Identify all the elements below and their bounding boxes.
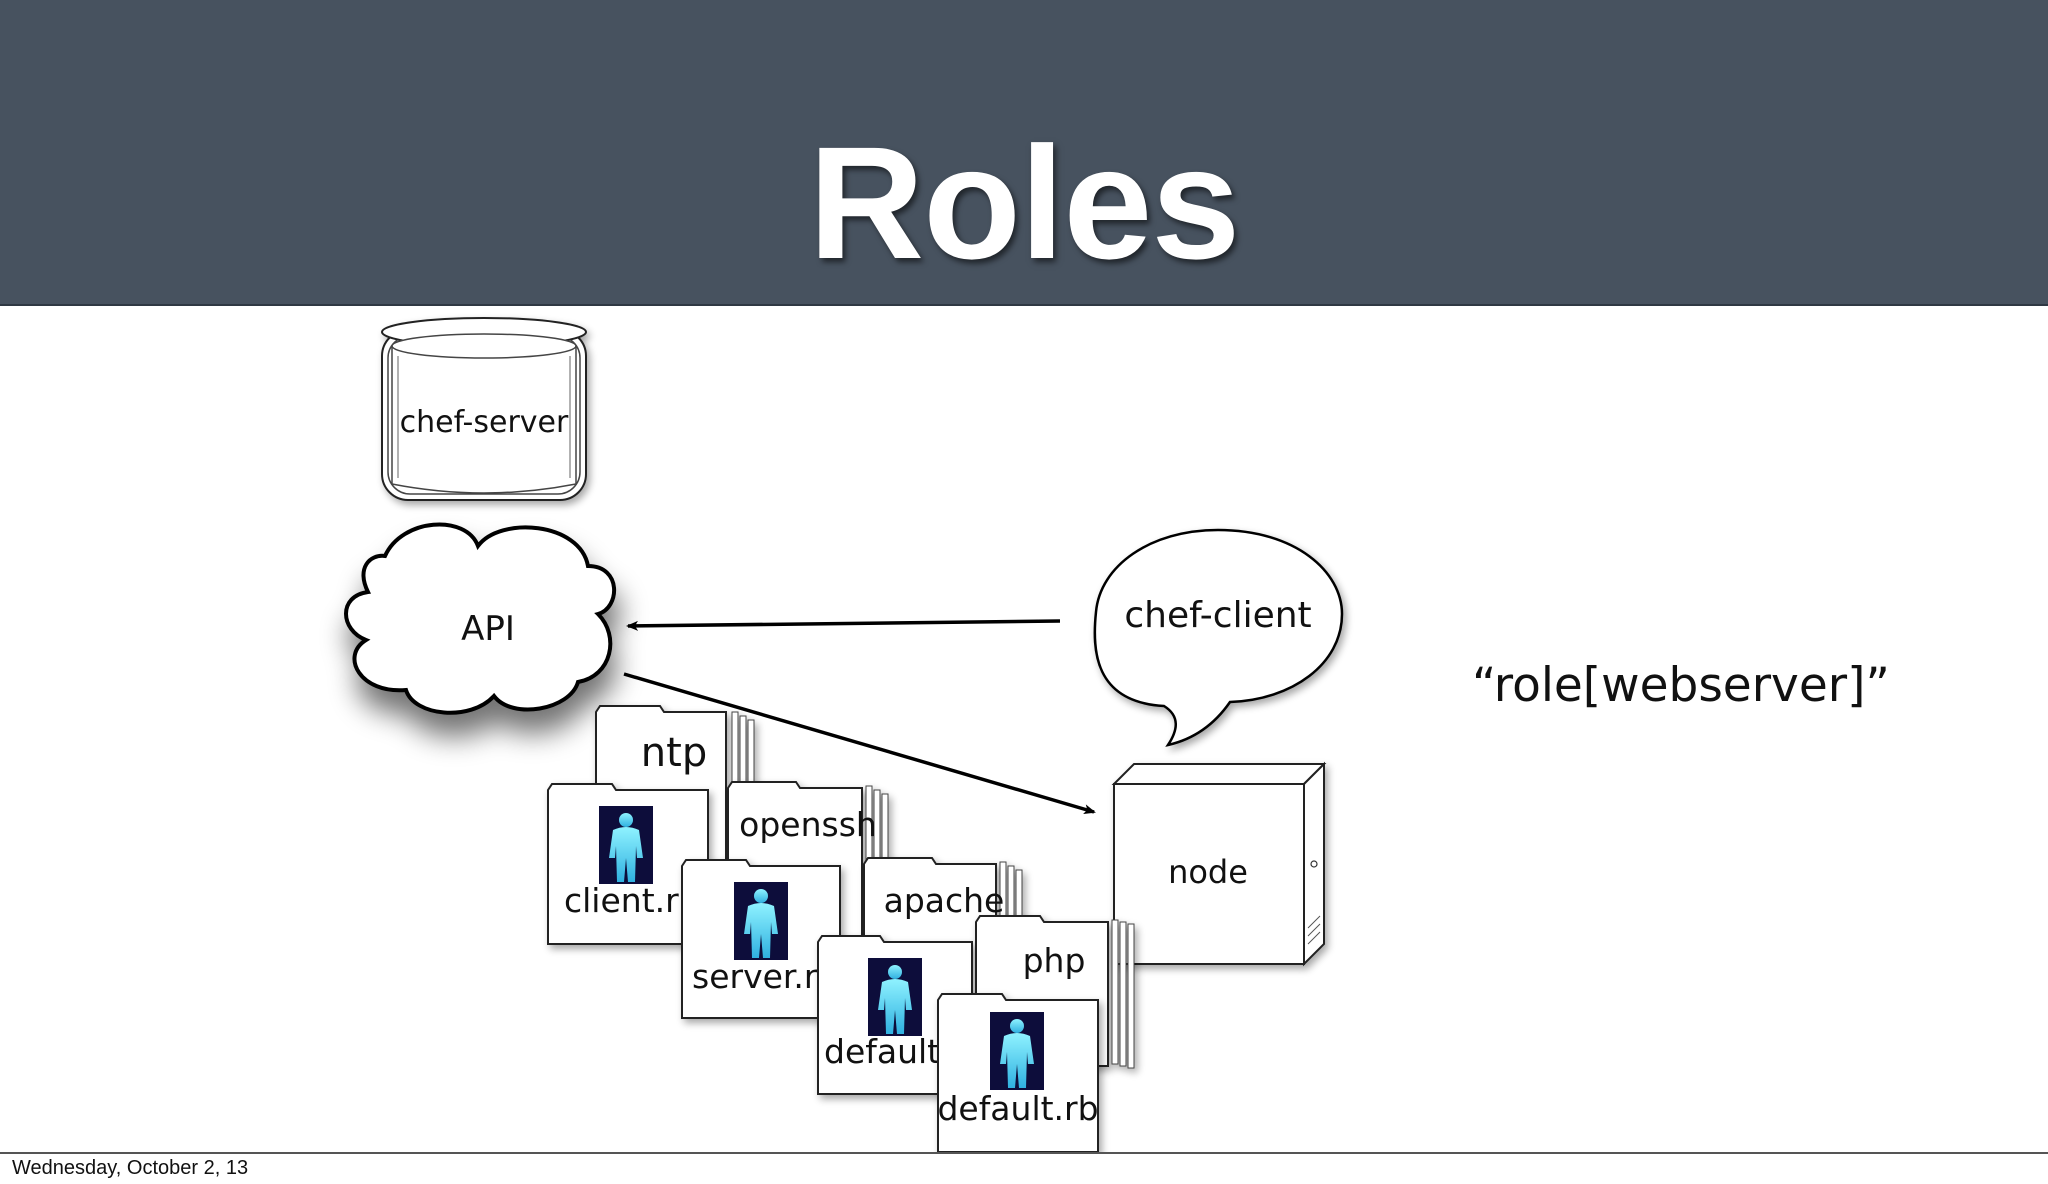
diagram-canvas: chef-server API chef-client node [344,317,1344,1152]
footer-date: Wednesday, October 2, 13 [12,1157,249,1179]
slide-title: Roles [808,113,1241,292]
recipe-label-client-rb: client.rb [564,881,700,920]
chef-client-speech-bubble-icon [1093,528,1344,747]
recipe-file-client-rb [547,783,709,945]
request-arrow [626,619,1061,631]
chef-client-label: chef-client [1124,595,1311,636]
recipe-label-php-default-rb: default.rb [937,1089,1098,1128]
title-bar: Roles [0,0,2048,306]
cookbook-name-openssh: openssh [739,805,877,844]
chef-server-database-icon [381,317,587,501]
footer-divider [0,1152,2048,1154]
api-label: API [461,609,515,649]
cookbook-name-apache: apache [884,881,1005,920]
recipe-file-server-rb [681,859,841,1019]
node-label: node [1168,853,1248,891]
recipe-file-php-default-rb [937,993,1099,1152]
response-arrow [623,672,1096,814]
cookbook-name-ntp: ntp [641,730,707,776]
cookbook-name-php: php [1023,941,1086,980]
node-server-icon [1111,761,1327,967]
role-run-list-string: “role[webserver]” [1472,658,1890,713]
recipe-label-server-rb: server.rb [692,957,838,996]
chef-server-label: chef-server [400,405,569,440]
api-cloud-icon [344,522,616,715]
recipe-file-apache-default-rb [817,935,973,1095]
